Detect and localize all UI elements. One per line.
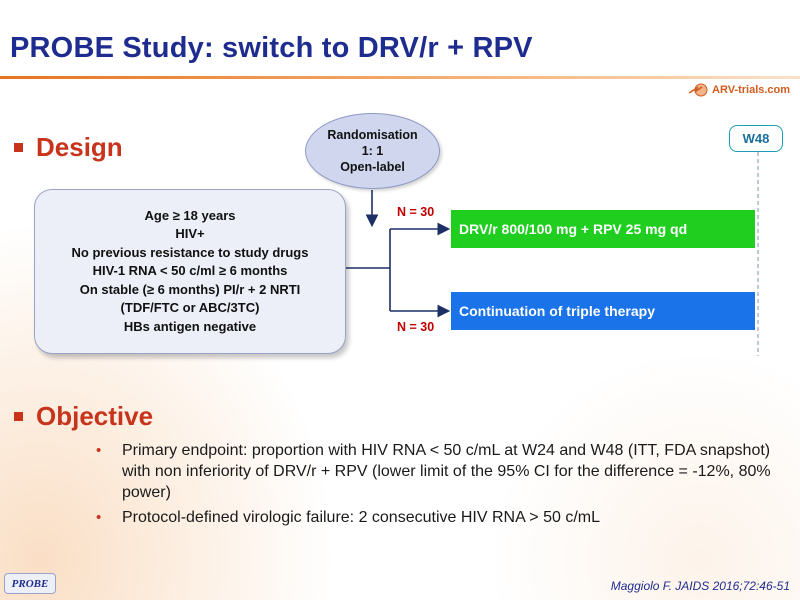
randomisation-label: Open-label — [340, 160, 405, 174]
criterion-item: Age ≥ 18 years — [144, 207, 236, 223]
arm-drv-rpv: DRV/r 800/100 mg + RPV 25 mg qd — [451, 210, 755, 248]
randomisation-ellipse: Randomisation 1: 1 Open-label — [305, 113, 440, 189]
citation: Maggiolo F. JAIDS 2016;72:46-51 — [610, 579, 790, 593]
objective-list: • Primary endpoint: proportion with HIV … — [96, 440, 786, 532]
criterion-item: HIV-1 RNA < 50 c/ml ≥ 6 months — [92, 263, 288, 279]
bullet-dot-icon: • — [96, 442, 102, 459]
randomisation-line: Randomisation — [327, 128, 418, 142]
arm-triple-therapy: Continuation of triple therapy — [451, 292, 755, 330]
objective-text: Protocol-defined virologic failure: 2 co… — [122, 509, 601, 526]
w48-timepoint: W48 — [729, 125, 783, 152]
list-item: • Protocol-defined virologic failure: 2 … — [96, 507, 786, 528]
globe-arrow-logo-icon — [688, 83, 708, 97]
design-heading: Design — [36, 132, 123, 162]
criterion-item: On stable (≥ 6 months) PI/r + 2 NRTI — [79, 281, 301, 297]
list-item: • Primary endpoint: proportion with HIV … — [96, 440, 786, 503]
arm2-n-label: N = 30 — [397, 320, 435, 334]
objective-text: Primary endpoint: proportion with HIV RN… — [122, 442, 771, 501]
criterion-item: No previous resistance to study drugs — [71, 244, 309, 260]
title-underline — [0, 76, 800, 79]
arm1-n-label: N = 30 — [397, 205, 435, 219]
objective-bullet — [14, 412, 23, 421]
bullet-dot-icon: • — [96, 509, 102, 526]
randomisation-ratio: 1: 1 — [361, 144, 384, 158]
criterion-item: (TDF/FTC or ABC/3TC) — [120, 300, 260, 316]
logo-text: ARV-trials.com — [712, 84, 791, 96]
arv-trials-logo: ARV-trials.com — [688, 80, 796, 100]
objective-heading: Objective — [36, 401, 154, 431]
design-bullet — [14, 143, 23, 152]
slide-title: PROBE Study: switch to DRV/r + RPV — [10, 32, 533, 64]
inclusion-criteria-box: Age ≥ 18 years HIV+ No previous resistan… — [34, 189, 346, 354]
criterion-item: HBs antigen negative — [123, 318, 257, 334]
criterion-item: HIV+ — [175, 226, 205, 242]
study-tag: PROBE — [4, 573, 56, 594]
